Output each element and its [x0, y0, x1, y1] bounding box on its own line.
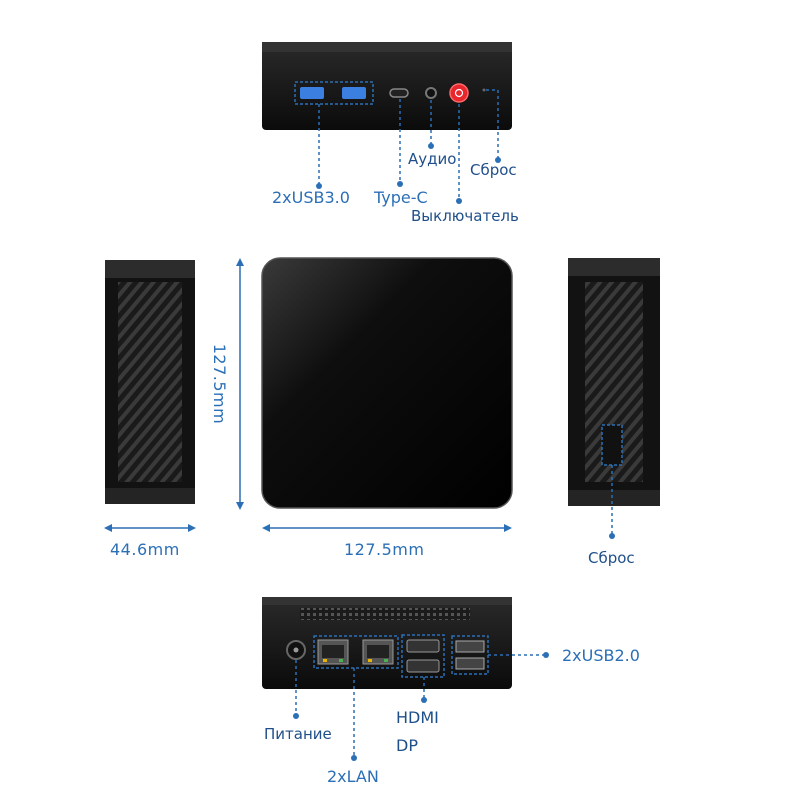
left-side-panel — [105, 260, 195, 504]
power-label: Питание — [264, 725, 332, 743]
typec-port — [389, 88, 409, 98]
lan-label: 2xLAN — [327, 767, 379, 786]
reset-top-label: Сброс — [470, 161, 517, 179]
hdmi-port — [406, 639, 440, 653]
usb3-port — [300, 87, 324, 99]
width-dimension-label: 127.5mm — [344, 540, 425, 559]
usb2-label: 2xUSB2.0 — [562, 646, 640, 665]
right-side-panel — [568, 258, 660, 539]
dp-port — [406, 659, 440, 673]
power-button — [449, 83, 469, 103]
reset-pin — [482, 88, 486, 92]
audio-jack — [425, 87, 437, 99]
depth-dimension-label: 44.6mm — [110, 540, 180, 559]
audio-label: Аудио — [408, 150, 457, 168]
usb3-label: 2xUSB3.0 — [272, 188, 350, 207]
reset-side-label: Сброс — [588, 549, 635, 567]
hdmi-label: HDMI — [396, 708, 439, 727]
height-dimension-label: 127.5mm — [210, 343, 229, 425]
typec-label: Type-C — [374, 188, 428, 207]
usb2-port — [455, 640, 485, 653]
front-panel — [262, 42, 512, 204]
usb3-port — [342, 87, 366, 99]
dp-label: DP — [396, 736, 418, 755]
back-panel — [262, 597, 549, 761]
top-lid — [261, 257, 513, 509]
power-switch-label: Выключатель — [411, 207, 519, 225]
dimension-arrows — [104, 258, 512, 532]
usb2-port — [455, 657, 485, 670]
